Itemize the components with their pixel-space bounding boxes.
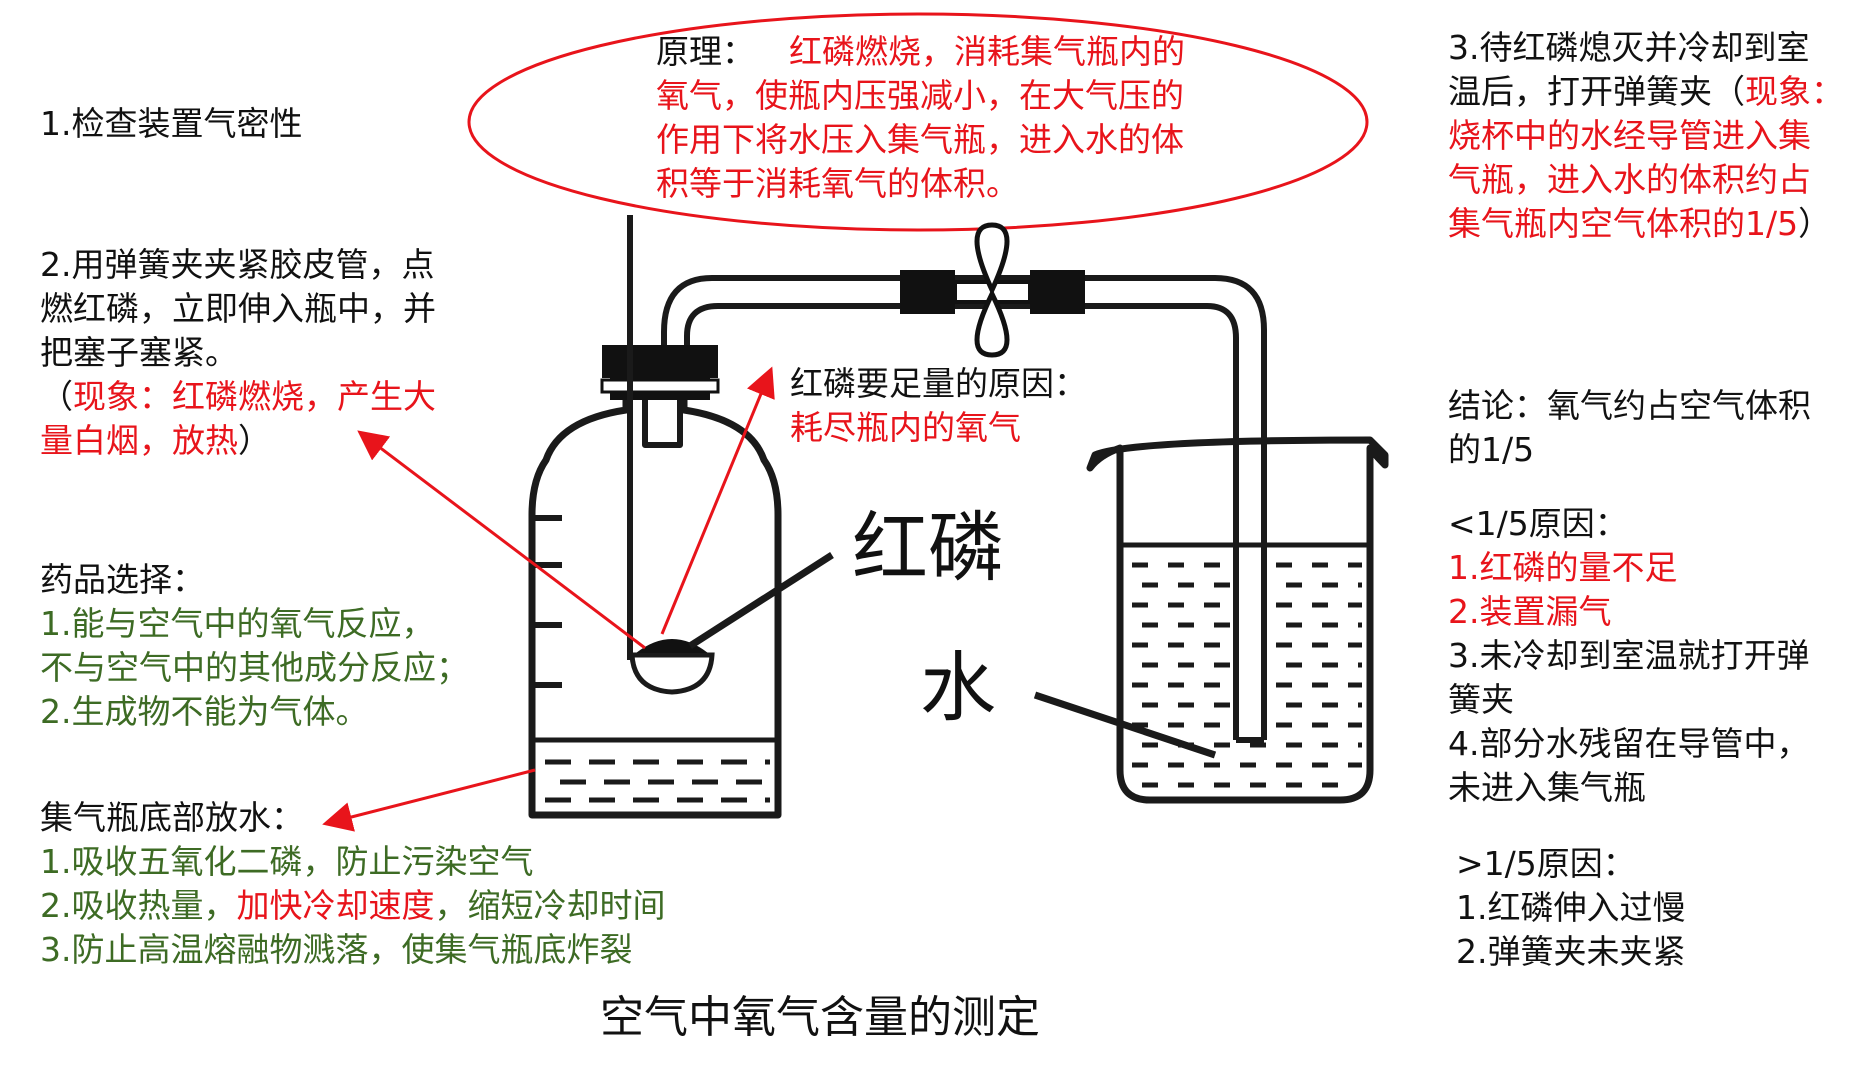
bottom-water-item: 1.吸收五氧化二磷，防止污染空气 xyxy=(40,842,534,881)
bottom-water-item-highlight: 加快冷却速度 xyxy=(236,886,435,925)
step-3-phenomenon: 现象： xyxy=(1745,72,1844,111)
bottle-scale-marks xyxy=(532,515,562,688)
conclusion: 结论：氧气约占空气体积 的1/5 xyxy=(1448,384,1811,472)
step-2-line: 把塞子塞紧。 xyxy=(40,333,238,372)
principle-line: 积等于消耗氧气的体积。 xyxy=(656,164,1019,203)
drug-selection-heading: 药品选择： xyxy=(40,560,205,599)
principle-line: 作用下将水压入集气瓶，进入水的体 xyxy=(656,120,1184,159)
more-reason-item: 2.弹簧夹未夹紧 xyxy=(1456,932,1686,971)
sufficient-reason: 红磷要足量的原因： 耗尽瓶内的氧气 xyxy=(790,362,1087,450)
bottom-water-item: 3.防止高温熔融物溅落，使集气瓶底炸裂 xyxy=(40,930,633,969)
diagram-title: 空气中氧气含量的测定 xyxy=(600,992,1040,1043)
step-2-line: 燃红磷，立即伸入瓶中，并 xyxy=(40,289,436,328)
step-1: 1.检查装置气密性 xyxy=(40,104,303,143)
less-reason-item: 2.装置漏气 xyxy=(1448,592,1612,631)
less-reasons: <1/5原因： 1.红磷的量不足 2.装置漏气 3.未冷却到室温就打开弹 簧夹 … xyxy=(1448,502,1810,810)
rubber-stopper xyxy=(600,345,720,400)
conclusion-line: 的1/5 xyxy=(1448,430,1535,469)
sufficient-reason-text: 耗尽瓶内的氧气 xyxy=(790,408,1021,447)
less-reason-item: 簧夹 xyxy=(1448,680,1514,719)
paren-close: ） xyxy=(238,421,271,460)
step-3: 3.待红磷熄灭并冷却到室 温后，打开弹簧夹（现象： 烧杯中的水经导管进入集 气瓶… xyxy=(1448,26,1844,246)
bottle-water xyxy=(532,737,778,803)
spring-clip xyxy=(900,222,1085,358)
principle-ellipse xyxy=(467,12,1369,232)
beaker xyxy=(1086,436,1389,804)
bottom-water-heading: 集气瓶底部放水： xyxy=(40,798,304,837)
more-reasons: >1/5原因： 1.红磷伸入过慢 2.弹簧夹未夹紧 xyxy=(1456,842,1686,974)
principle-heading: 原理： xyxy=(656,32,755,71)
paren-close: ） xyxy=(1798,204,1832,243)
step-3-phenomenon: 烧杯中的水经导管进入集 xyxy=(1448,116,1811,155)
drug-selection-line: 不与空气中的其他成分反应； xyxy=(40,648,469,687)
step-2-phenomenon: 量白烟，放热 xyxy=(40,421,238,460)
bottom-water-item: ，缩短冷却时间 xyxy=(434,886,666,925)
principle-line: 氧气，使瓶内压强减小，在大气压的 xyxy=(656,76,1184,115)
step-2-line: 2.用弹簧夹夹紧胶皮管，点 xyxy=(40,245,435,284)
conclusion-line: 结论：氧气约占空气体积 xyxy=(1448,386,1811,425)
arrow-to-bottom-water xyxy=(322,768,536,832)
arrow-to-phenomenon xyxy=(357,430,646,650)
label-red-phosphorus: 红磷 xyxy=(852,503,1004,592)
less-reason-item: 3.未冷却到室温就打开弹 xyxy=(1448,636,1810,675)
gas-collecting-bottle xyxy=(528,400,782,819)
step-2-phenomenon: 现象：红磷燃烧，产生大 xyxy=(73,377,436,416)
step-3-phenomenon: 气瓶，进入水的体积约占 xyxy=(1448,160,1811,199)
sufficient-heading: 红磷要足量的原因： xyxy=(790,364,1087,403)
label-water: 水 xyxy=(920,643,996,732)
drug-selection-line: 2.生成物不能为气体。 xyxy=(40,692,369,731)
bottom-water: 集气瓶底部放水： 1.吸收五氧化二磷，防止污染空气 2.吸收热量，加快冷却速度，… xyxy=(40,796,666,972)
drug-selection-line: 1.能与空气中的氧气反应， xyxy=(40,604,435,643)
drug-selection: 药品选择： 1.能与空气中的氧气反应， 不与空气中的其他成分反应； 2.生成物不… xyxy=(40,558,469,734)
less-reason-item: 1.红磷的量不足 xyxy=(1448,548,1678,587)
arrow-to-sufficient xyxy=(660,366,775,635)
step-2: 2.用弹簧夹夹紧胶皮管，点 燃红磷，立即伸入瓶中，并 把塞子塞紧。 （现象：红磷… xyxy=(40,243,436,463)
bottom-water-item: 2.吸收热量， xyxy=(40,886,237,925)
principle-text: 原理： 红磷燃烧，消耗集气瓶内的 氧气，使瓶内压强减小，在大气压的 作用下将水压入… xyxy=(656,30,1185,206)
less-reason-item: 未进入集气瓶 xyxy=(1448,768,1646,807)
less-reasons-heading: <1/5原因： xyxy=(1448,504,1628,543)
more-reasons-heading: >1/5原因： xyxy=(1456,844,1636,883)
combustion-spoon xyxy=(627,215,834,695)
water-pointer xyxy=(1033,691,1217,759)
step-3-phenomenon: 集气瓶内空气体积的1/5 xyxy=(1448,204,1799,243)
less-reason-item: 4.部分水残留在导管中， xyxy=(1448,724,1810,763)
principle-line: 红磷燃烧，消耗集气瓶内的 xyxy=(789,32,1185,71)
step-3-line: 温后，打开弹簧夹（ xyxy=(1448,72,1745,111)
glass-tube xyxy=(661,275,1267,743)
step-3-line: 3.待红磷熄灭并冷却到室 xyxy=(1448,28,1810,67)
paren-open: （ xyxy=(40,377,73,416)
more-reason-item: 1.红磷伸入过慢 xyxy=(1456,888,1686,927)
